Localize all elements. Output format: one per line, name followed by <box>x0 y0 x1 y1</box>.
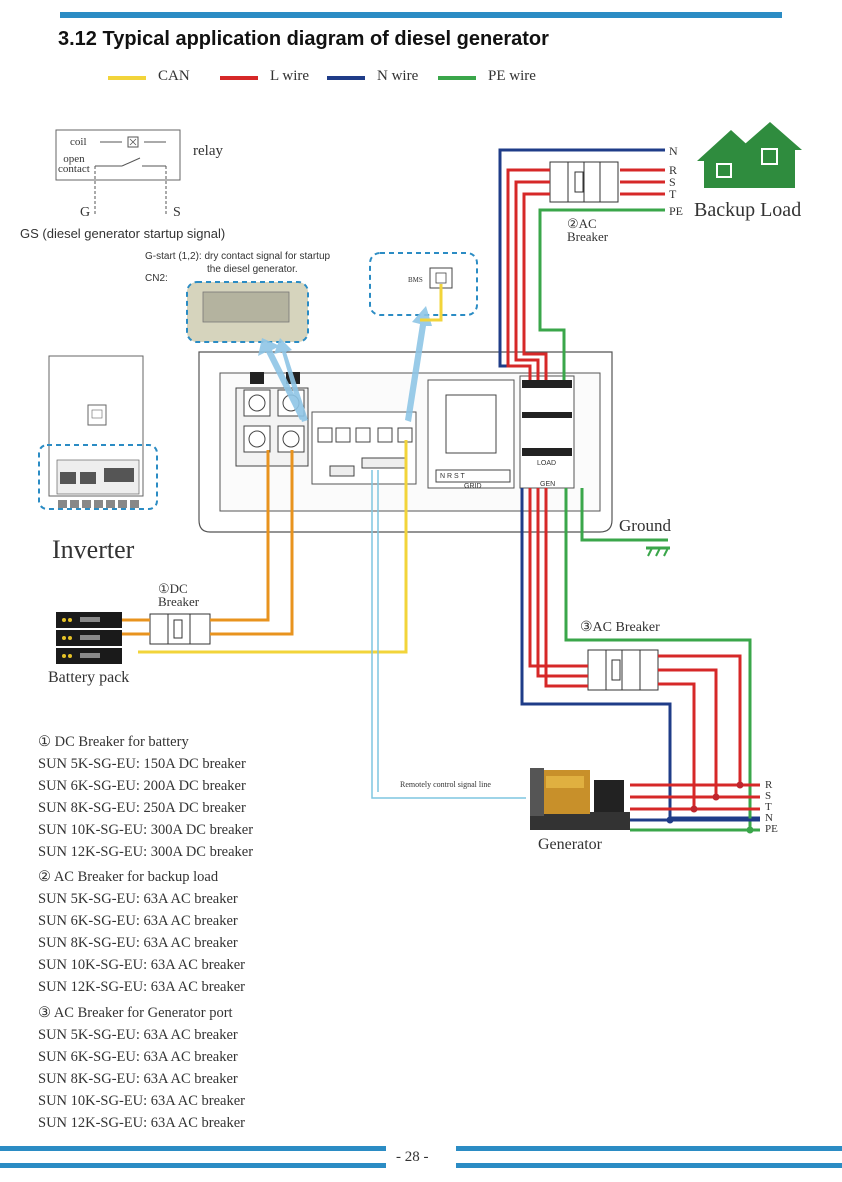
backup-phase-s: S <box>669 175 676 189</box>
note-gen-item: SUN 6K-SG-EU: 63A AC breaker <box>38 1049 238 1065</box>
backup-breaker-label: ②AC Breaker <box>567 216 609 244</box>
legend-swatch-pe-wire <box>438 76 476 80</box>
signal-line-label: Remotely control signal line <box>400 780 491 789</box>
backup-phase-t: T <box>669 187 677 201</box>
note-gen-item: SUN 10K-SG-EU: 63A AC breaker <box>38 1093 246 1109</box>
page-title: 3.12 Typical application diagram of dies… <box>58 28 549 50</box>
note-dc-item: SUN 5K-SG-EU: 150A DC breaker <box>38 756 246 772</box>
note-backup-item: SUN 10K-SG-EU: 63A AC breaker <box>38 957 246 973</box>
legend-label-n-wire: N wire <box>377 68 419 84</box>
legend-label-pe-wire: PE wire <box>488 68 536 84</box>
page-number: - 28 - <box>396 1149 429 1165</box>
gstart-label-line2: the diesel generator. <box>207 264 298 275</box>
backup-phase-r: R <box>669 163 678 177</box>
gstart-label-line1: G-start (1,2): dry contact signal for st… <box>145 251 331 262</box>
generator-label: Generator <box>538 836 602 853</box>
backup-phase-pe: PE <box>669 204 684 218</box>
footer-bar-right-lower <box>456 1163 842 1168</box>
relay-box <box>55 129 181 214</box>
wires <box>122 148 760 832</box>
note-dc-title: ① DC Breaker for battery <box>38 734 189 750</box>
relay-s-label: S <box>173 205 181 220</box>
house-icon <box>697 122 802 188</box>
cn2-label: CN2: <box>145 273 168 284</box>
inverter-thumbnail <box>38 355 158 510</box>
relay-coil-label: coil <box>70 136 87 148</box>
backup-load-label: Backup Load <box>694 199 802 221</box>
legend-label-l-wire: L wire <box>270 68 310 84</box>
relay-label: relay <box>193 143 223 159</box>
cn2-connector <box>186 281 309 343</box>
gen-phase-s: S <box>765 790 772 802</box>
inverter-load-label: LOAD <box>537 460 557 467</box>
footer-bar-right <box>456 1146 842 1151</box>
gen-phase-pe: PE <box>765 823 778 835</box>
generator-ac-breaker <box>587 649 659 691</box>
inverter-label: Inverter <box>52 535 135 564</box>
footer-bar-left-lower <box>0 1163 386 1168</box>
generator-image <box>530 768 630 830</box>
note-backup-item: SUN 12K-SG-EU: 63A AC breaker <box>38 979 246 995</box>
gen-breaker-label: ③AC Breaker <box>580 620 660 635</box>
gen-phase-r: R <box>765 779 773 791</box>
inverter-grid-terms: N R S T <box>440 473 465 480</box>
note-backup-item: SUN 5K-SG-EU: 63A AC breaker <box>38 891 238 907</box>
backup-phase-n: N <box>669 144 678 158</box>
note-dc-item: SUN 10K-SG-EU: 300A DC breaker <box>38 822 254 838</box>
dc-breaker <box>149 613 211 645</box>
inverter-gen-label: GEN <box>540 481 556 488</box>
battery-pack <box>56 612 122 664</box>
note-dc-item: SUN 8K-SG-EU: 250A DC breaker <box>38 800 246 816</box>
bms-label: BMS <box>408 276 423 284</box>
junction-dots <box>666 781 754 834</box>
relay-open-contact-label: open contact <box>58 153 90 175</box>
gen-phase-n: N <box>765 812 773 824</box>
note-dc-item: SUN 12K-SG-EU: 300A DC breaker <box>38 844 254 860</box>
note-gen-item: SUN 8K-SG-EU: 63A AC breaker <box>38 1071 238 1087</box>
ground-label: Ground <box>619 516 671 535</box>
gs-signal-label: GS (diesel generator startup signal) <box>20 226 226 241</box>
battery-pack-label: Battery pack <box>48 669 130 686</box>
legend-swatch-can <box>108 76 146 80</box>
note-backup-title: ② AC Breaker for backup load <box>38 869 219 885</box>
relay-g-label: G <box>80 205 91 220</box>
legend-swatch-l-wire <box>220 76 258 80</box>
gen-phase-t: T <box>765 801 772 813</box>
backup-ac-breaker <box>549 161 619 203</box>
note-gen-title: ③ AC Breaker for Generator port <box>38 1005 233 1021</box>
legend-label-can: CAN <box>158 68 190 84</box>
inverter-grid-label: GRID <box>464 483 482 490</box>
note-gen-item: SUN 12K-SG-EU: 63A AC breaker <box>38 1115 246 1131</box>
note-dc-item: SUN 6K-SG-EU: 200A DC breaker <box>38 778 246 794</box>
bms-box <box>369 252 478 316</box>
signal-arrows <box>258 306 432 422</box>
header-bar <box>60 12 782 18</box>
footer-bar-left <box>0 1146 386 1151</box>
legend-swatch-n-wire <box>327 76 365 80</box>
note-gen-item: SUN 5K-SG-EU: 63A AC breaker <box>38 1027 238 1043</box>
note-backup-item: SUN 8K-SG-EU: 63A AC breaker <box>38 935 238 951</box>
dc-breaker-label: ①DC Breaker <box>158 581 200 609</box>
note-backup-item: SUN 6K-SG-EU: 63A AC breaker <box>38 913 238 929</box>
